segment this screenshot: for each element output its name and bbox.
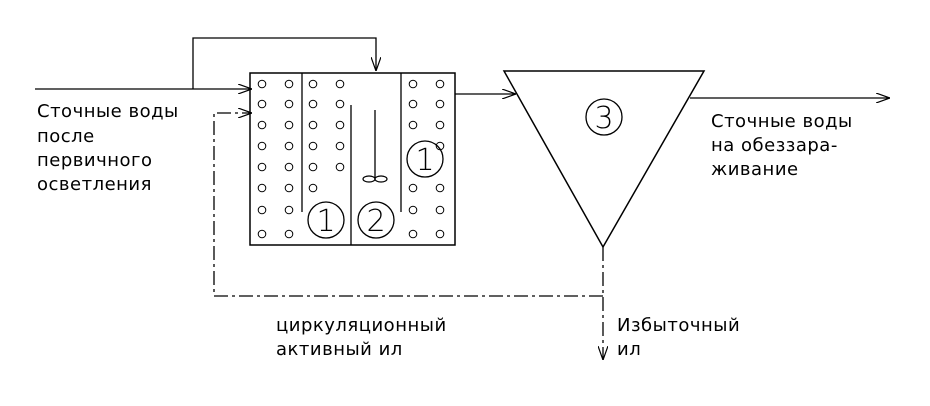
air-bubble bbox=[284, 141, 294, 151]
air-bubble bbox=[257, 183, 267, 193]
svg-text:2: 2 bbox=[366, 204, 385, 239]
recirculation-line bbox=[213, 113, 603, 297]
air-bubble bbox=[257, 205, 267, 215]
air-bubble bbox=[284, 162, 294, 172]
air-bubble bbox=[435, 183, 445, 193]
air-bubble bbox=[284, 229, 294, 239]
air-bubble bbox=[335, 120, 345, 130]
marker-mixer-zone: 2 bbox=[357, 201, 395, 239]
air-bubble bbox=[435, 99, 445, 109]
marker-settler: 3 bbox=[585, 98, 623, 136]
outlet-label: Сточные воды на обеззара- живание bbox=[711, 111, 859, 180]
air-bubble bbox=[335, 141, 345, 151]
air-bubble bbox=[308, 162, 318, 172]
air-bubble bbox=[435, 120, 445, 130]
aeration-bubbles bbox=[257, 79, 445, 239]
aeration-tank bbox=[249, 72, 456, 246]
air-bubble bbox=[408, 79, 418, 89]
air-bubble bbox=[408, 99, 418, 109]
air-bubble bbox=[257, 162, 267, 172]
air-bubble bbox=[335, 99, 345, 109]
svg-text:1: 1 bbox=[316, 204, 335, 239]
settler-cone bbox=[502, 70, 706, 249]
air-bubble bbox=[335, 162, 345, 172]
air-bubble bbox=[435, 229, 445, 239]
inlet-label: Сточные воды после первичного осветления bbox=[37, 101, 185, 195]
air-bubble bbox=[408, 205, 418, 215]
air-bubble bbox=[257, 99, 267, 109]
air-bubble bbox=[308, 183, 318, 193]
marker-tank-left: 1 bbox=[307, 201, 345, 239]
svg-text:3: 3 bbox=[594, 101, 613, 136]
excess-sludge-label: Избыточный ил bbox=[617, 315, 746, 360]
air-bubble bbox=[284, 99, 294, 109]
air-bubble bbox=[257, 79, 267, 89]
air-bubble bbox=[284, 79, 294, 89]
air-bubble bbox=[408, 120, 418, 130]
air-bubble bbox=[408, 229, 418, 239]
air-bubble bbox=[435, 79, 445, 89]
marker-tank-right: 1 bbox=[406, 140, 444, 178]
air-bubble bbox=[308, 141, 318, 151]
mixer-icon bbox=[362, 110, 388, 183]
air-bubble bbox=[435, 205, 445, 215]
air-bubble bbox=[308, 120, 318, 130]
air-bubble bbox=[257, 229, 267, 239]
air-bubble bbox=[335, 79, 345, 89]
air-bubble bbox=[284, 205, 294, 215]
air-bubble bbox=[408, 183, 418, 193]
svg-text:1: 1 bbox=[415, 143, 434, 178]
air-bubble bbox=[308, 79, 318, 89]
bypass-arrow bbox=[192, 37, 376, 89]
air-bubble bbox=[284, 183, 294, 193]
recirculation-label: циркуляционный активный ил bbox=[276, 315, 453, 360]
air-bubble bbox=[257, 120, 267, 130]
air-bubble bbox=[308, 99, 318, 109]
air-bubble bbox=[257, 141, 267, 151]
air-bubble bbox=[284, 120, 294, 130]
